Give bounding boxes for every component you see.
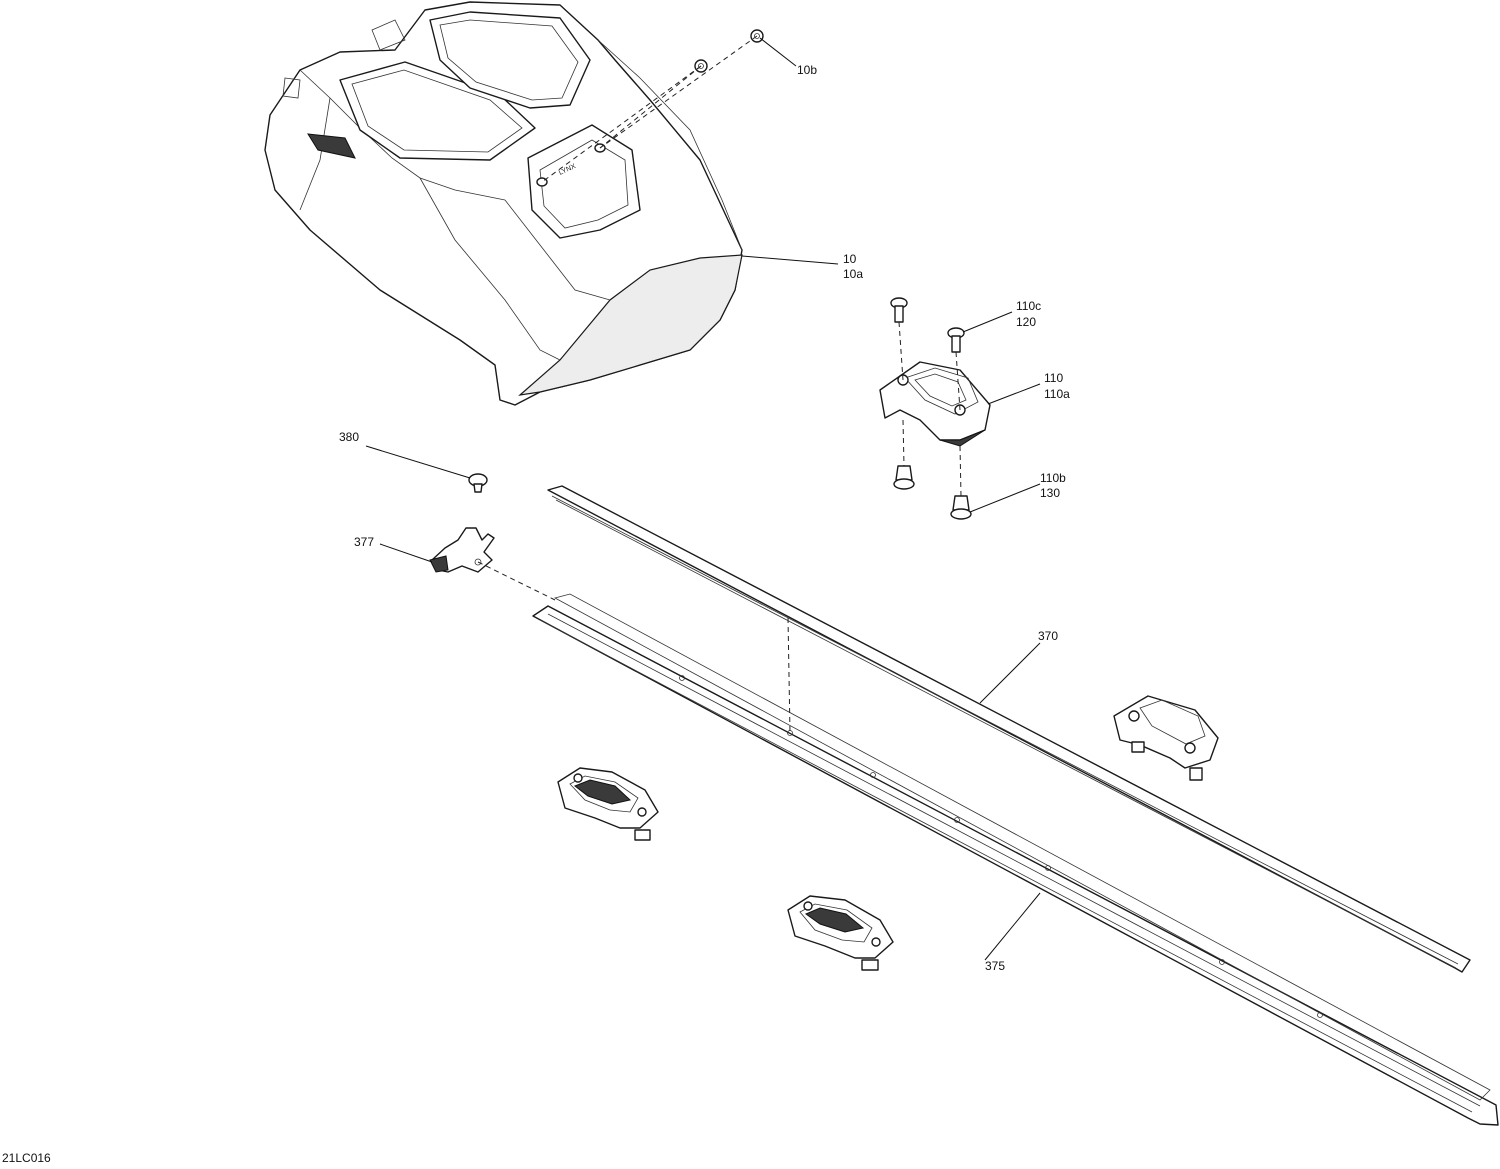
storage-cover-part: LYNX — [264, 1, 743, 406]
rail-370 — [547, 485, 1471, 973]
callout-380: 380 — [339, 430, 359, 444]
rail-375 — [532, 593, 1499, 1126]
handle-bracket-right — [1113, 695, 1219, 781]
screw-110c-right — [947, 327, 965, 353]
callout-labels: 10b 10 10a 110c 120 110 110a 110b 130 38… — [339, 63, 1070, 973]
nut-110b-left — [893, 465, 915, 490]
handle-bracket-bottom — [787, 895, 894, 971]
callout-130: 130 — [1040, 486, 1060, 500]
clip-377 — [429, 527, 495, 573]
nut-110b-right — [950, 495, 972, 520]
callout-10a: 10a — [843, 267, 863, 281]
screw-110c-left — [890, 297, 908, 323]
handle-bracket-left — [557, 767, 659, 841]
handle-bracket-part — [879, 361, 991, 447]
callout-10: 10 — [843, 252, 857, 266]
callout-110b: 110b — [1040, 471, 1066, 485]
callout-110c: 110c — [1016, 299, 1041, 313]
push-pin-380 — [468, 473, 488, 493]
callout-377: 377 — [354, 535, 374, 549]
callout-10b: 10b — [797, 63, 817, 77]
callout-375: 375 — [985, 959, 1005, 973]
callout-110: 110 — [1044, 371, 1063, 385]
diagram-id: 21LC016 — [2, 1151, 51, 1165]
callout-110a: 110a — [1044, 387, 1070, 401]
leader-lines — [365, 37, 1041, 961]
callout-120: 120 — [1016, 315, 1036, 329]
callout-370: 370 — [1038, 629, 1058, 643]
